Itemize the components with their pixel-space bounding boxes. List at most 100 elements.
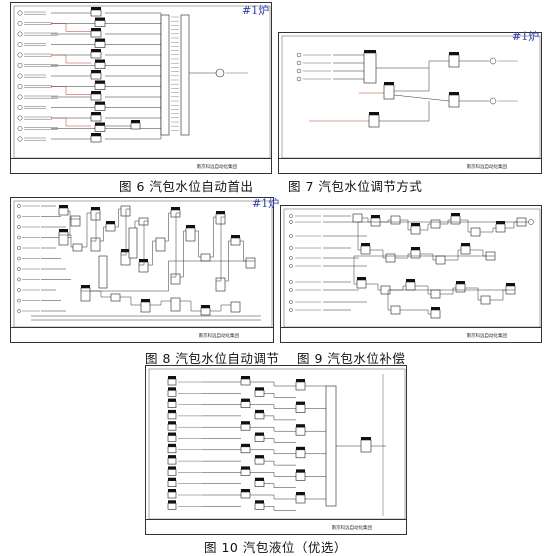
input-terminal	[17, 225, 21, 229]
input-terminal	[289, 308, 293, 312]
block-tag	[91, 207, 100, 210]
function-block	[170, 297, 181, 312]
figure-6-caption: 图 6 汽包水位自动首出	[119, 179, 254, 194]
signal-wire	[420, 223, 431, 231]
figure-6-logic-diagram	[13, 5, 271, 159]
figure-7-logic-diagram	[281, 35, 541, 159]
function-block	[167, 446, 177, 454]
signal-wire	[480, 227, 496, 233]
block-tag	[121, 249, 130, 252]
signal-wire	[366, 283, 381, 291]
block-tag	[216, 211, 225, 214]
signal-wire	[390, 285, 406, 291]
block-tag	[168, 489, 176, 492]
input-terminal	[17, 126, 23, 131]
signal-wire	[90, 290, 111, 298]
block-tag	[461, 243, 470, 246]
figure-9-title-block: 南京科远自动化集团	[281, 327, 541, 342]
block-tag	[81, 285, 90, 288]
block-tag	[255, 455, 264, 459]
signal-wire	[470, 249, 486, 257]
signal-wire	[82, 212, 91, 248]
function-block	[94, 41, 106, 48]
block-tag	[431, 307, 440, 310]
function-block	[90, 30, 102, 38]
function-block	[435, 255, 446, 265]
block-tag	[186, 225, 195, 228]
input-terminal	[296, 60, 302, 66]
function-block	[254, 435, 265, 442]
block-tag	[296, 424, 305, 428]
function-block	[138, 217, 149, 226]
input-terminal	[289, 264, 293, 268]
block-tag	[369, 112, 379, 115]
signal-wire	[250, 494, 296, 500]
input-terminal	[17, 256, 21, 261]
signal-wire	[105, 73, 162, 87]
signal-wire	[105, 73, 162, 98]
function-block	[80, 287, 91, 302]
block-tag	[384, 82, 394, 85]
signal-wire	[68, 234, 73, 248]
figure-8-caption: 图 8 汽包水位自动调节	[145, 351, 280, 366]
signal-wire	[195, 230, 201, 258]
signal-wire	[357, 221, 526, 251]
function-block	[430, 219, 441, 229]
input-terminal	[289, 280, 293, 284]
signal-wire	[264, 506, 296, 511]
input-terminal	[17, 277, 21, 282]
function-block	[94, 104, 106, 111]
signal-wire	[362, 217, 371, 223]
signal-wire	[105, 12, 162, 73]
figure-8-title-org: 南京科远自动化集团	[198, 334, 240, 339]
signal-wire	[240, 240, 246, 262]
signal-wire	[180, 300, 201, 312]
function-block	[110, 293, 121, 302]
block-tag	[255, 432, 264, 436]
function-block	[90, 93, 102, 101]
input-terminal	[17, 298, 21, 303]
block-tag	[168, 421, 176, 425]
function-block	[140, 301, 151, 313]
block-tag	[255, 387, 264, 391]
signal-wire	[165, 212, 171, 242]
output-terminal	[215, 68, 225, 78]
function-block	[325, 385, 337, 507]
function-block	[167, 469, 177, 476]
input-terminal	[17, 94, 23, 100]
block-tag	[91, 112, 101, 115]
sheet-border	[13, 5, 271, 159]
block-tag	[255, 409, 264, 413]
block-tag	[451, 213, 460, 216]
input-terminal	[17, 204, 21, 208]
block-tag	[141, 299, 150, 302]
function-block	[360, 439, 372, 453]
figure-7-title-block: 南京科远自动化集团	[279, 158, 541, 173]
function-block	[240, 491, 251, 499]
function-block	[390, 215, 401, 225]
block-tag	[406, 279, 415, 282]
input-terminal	[17, 115, 23, 121]
function-block	[167, 389, 177, 397]
block-tag	[296, 401, 305, 405]
block-tag	[296, 379, 305, 382]
signal-wire	[150, 300, 171, 306]
figure-10-sheet: 南京科远自动化集团	[145, 365, 407, 535]
function-block	[155, 237, 166, 252]
signal-wire	[210, 216, 216, 258]
input-terminal	[289, 234, 293, 238]
block-tag	[139, 259, 148, 262]
figure-9-logic-diagram	[283, 208, 541, 328]
signal-wire	[171, 212, 180, 278]
function-block	[200, 253, 211, 262]
figure-8-title-block: 南京科远自动化集团	[11, 327, 273, 342]
signal-wire	[379, 101, 430, 122]
figure-6-title-block: 南京科远自动化集团	[11, 158, 271, 173]
function-block	[180, 14, 190, 136]
input-terminal	[17, 84, 23, 89]
output-terminal	[489, 57, 497, 65]
function-block	[90, 237, 101, 252]
block-tag	[95, 59, 105, 63]
function-block	[90, 114, 102, 122]
function-block	[360, 245, 371, 255]
